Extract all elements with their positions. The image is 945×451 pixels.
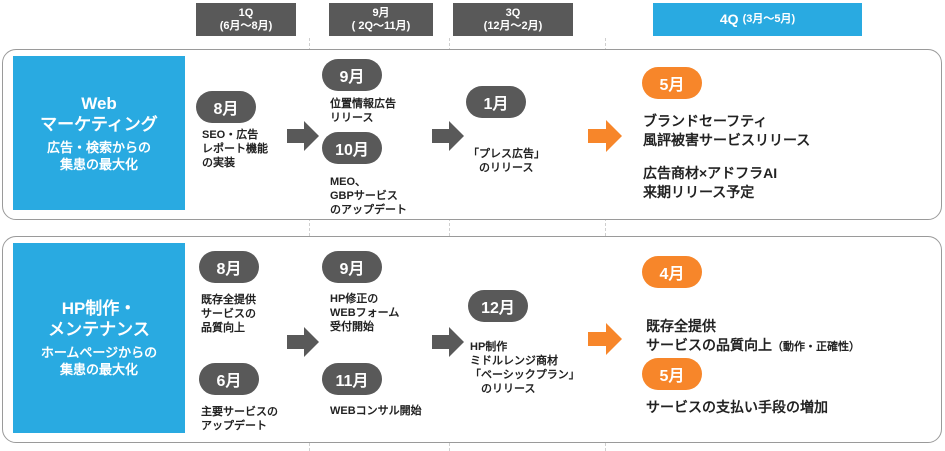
quarter-range: (6月～8月) bbox=[219, 19, 273, 32]
month-badge: 1月 bbox=[466, 86, 526, 118]
next-arrow-orange-icon bbox=[588, 120, 622, 152]
month-badge: 9月 bbox=[322, 251, 382, 283]
milestone-text: ブランドセーフティ 風評被害サービスリリース bbox=[643, 113, 811, 148]
row-title: Web bbox=[81, 94, 117, 113]
row-subtitle: 集患の最大化 bbox=[59, 362, 138, 377]
row-label-web: Web マーケティング 広告・検索からの 集患の最大化 bbox=[13, 56, 185, 210]
next-arrow-orange-icon bbox=[588, 323, 622, 355]
milestone-text-main: 既存全提供 サービスの品質向上 bbox=[646, 318, 772, 353]
quarter-range: (12月～2月) bbox=[483, 19, 543, 32]
row-title: HP制作・ bbox=[61, 299, 137, 318]
quarter-header-3q: 3Q (12月～2月) bbox=[453, 3, 573, 36]
next-arrow-icon bbox=[287, 327, 319, 357]
milestone-text: 広告商材×アドフラAI 来期リリース予定 bbox=[643, 165, 778, 200]
row-title: メンテナンス bbox=[48, 320, 150, 339]
quarter-range: (3月～5月) bbox=[742, 13, 796, 25]
row-subtitle: 集患の最大化 bbox=[59, 157, 138, 172]
month-badge: 9月 bbox=[322, 59, 382, 91]
row-subtitle: ホームページからの bbox=[40, 345, 158, 360]
milestone-text: 既存全提供 サービスの品質向上（動作・正確性） bbox=[646, 298, 860, 357]
quarter-header-1q: 1Q (6月～8月) bbox=[196, 3, 296, 36]
row-subtitle: 広告・検索からの bbox=[46, 140, 151, 155]
month-badge: 8月 bbox=[196, 91, 256, 123]
month-badge: 5月 bbox=[642, 67, 702, 99]
quarter-header-2q: 9月 ( 2Q～11月) bbox=[329, 3, 433, 36]
milestone-text: サービスの支払い手段の増加 bbox=[646, 399, 828, 415]
milestone-text: 位置情報広告 リリース bbox=[330, 98, 396, 124]
next-arrow-icon bbox=[432, 327, 464, 357]
milestone-text: HP修正の WEBフォーム 受付開始 bbox=[330, 293, 400, 333]
milestone-text-note: （動作・正確性） bbox=[772, 341, 860, 353]
month-badge: 12月 bbox=[468, 290, 528, 322]
month-badge: 4月 bbox=[642, 256, 702, 288]
row-label-hp: HP制作・ メンテナンス ホームページからの 集患の最大化 bbox=[13, 243, 185, 433]
month-badge: 10月 bbox=[322, 132, 382, 164]
milestone-text: MEO、 GBPサービス のアップデート bbox=[330, 176, 407, 216]
month-badge: 8月 bbox=[199, 251, 259, 283]
quarter-header-4q: 4Q (3月～5月) bbox=[653, 3, 862, 36]
milestone-text: SEO・広告 レポート機能 の実装 bbox=[202, 129, 268, 169]
row-title: マーケティング bbox=[40, 115, 158, 134]
month-badge: 11月 bbox=[322, 363, 382, 395]
milestone-text: WEBコンサル開始 bbox=[330, 405, 422, 417]
quarter-range: ( 2Q～11月) bbox=[351, 19, 411, 32]
quarter-label: 9月 bbox=[372, 6, 390, 19]
milestone-text: 「プレス広告」 のリリース bbox=[468, 148, 545, 174]
quarter-label: 1Q bbox=[238, 6, 254, 19]
quarter-label: 3Q bbox=[505, 6, 521, 19]
next-arrow-icon bbox=[432, 121, 464, 151]
month-badge: 5月 bbox=[642, 358, 702, 390]
next-arrow-icon bbox=[287, 121, 319, 151]
milestone-text: 主要サービスの アップデート bbox=[201, 406, 278, 432]
month-badge: 6月 bbox=[199, 363, 259, 395]
milestone-text: 既存全提供 サービスの 品質向上 bbox=[201, 294, 256, 334]
quarter-label: 4Q bbox=[719, 11, 739, 27]
milestone-text: HP制作 ミドルレンジ商材 「ベーシックプラン」 のリリース bbox=[470, 341, 580, 395]
